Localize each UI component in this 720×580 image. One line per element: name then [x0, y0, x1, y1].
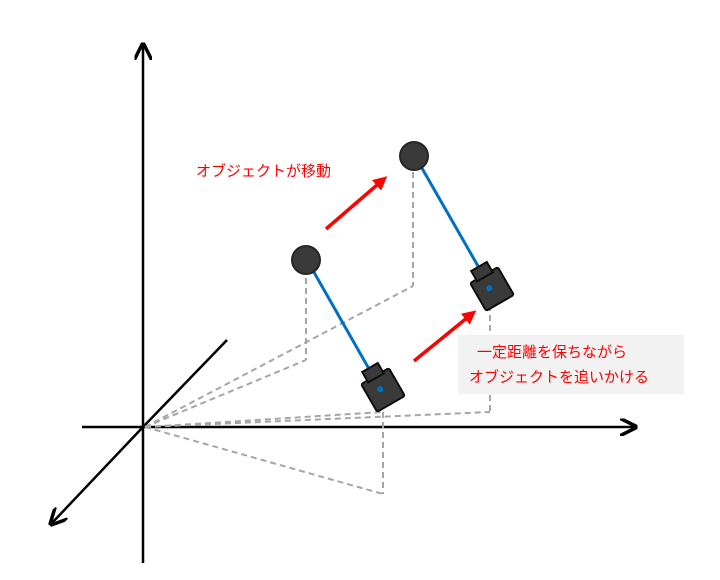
robot-1-hub	[377, 386, 384, 393]
follow-callout-line-2: オブジェクトを追いかける	[469, 368, 649, 386]
robot-2	[469, 260, 515, 312]
axes	[52, 46, 634, 563]
y-axis-negative	[52, 426, 144, 523]
object-ball-2	[399, 141, 429, 171]
object-ball-1	[291, 245, 321, 275]
follow-callout-line-1: 一定距離を保ちながら	[477, 343, 627, 361]
projection-lines-position-2	[144, 162, 491, 428]
object-moves-label: オブジェクトが移動	[196, 162, 331, 180]
motion-arrows	[324, 176, 477, 363]
y-axis-positive	[142, 339, 228, 428]
object-move-arrow	[324, 176, 388, 231]
robot-2-hub	[486, 285, 493, 292]
robot-2-head	[469, 260, 495, 283]
robot-1	[360, 361, 406, 413]
robot-follow-arrow	[412, 310, 477, 363]
robot-1-head	[360, 361, 386, 384]
object-1-ground-line	[144, 359, 307, 428]
robot-1-ground-line-a	[144, 426, 384, 495]
projection-lines-position-1	[144, 268, 384, 495]
follow-callout-background	[458, 335, 684, 394]
object-2-ground-line	[144, 285, 414, 428]
robot-2-ground-line	[144, 411, 491, 428]
objects	[291, 141, 429, 275]
tether-position-2	[413, 155, 492, 288]
follow-callout: 一定距離を保ちながら オブジェクトを追いかける	[458, 335, 684, 394]
